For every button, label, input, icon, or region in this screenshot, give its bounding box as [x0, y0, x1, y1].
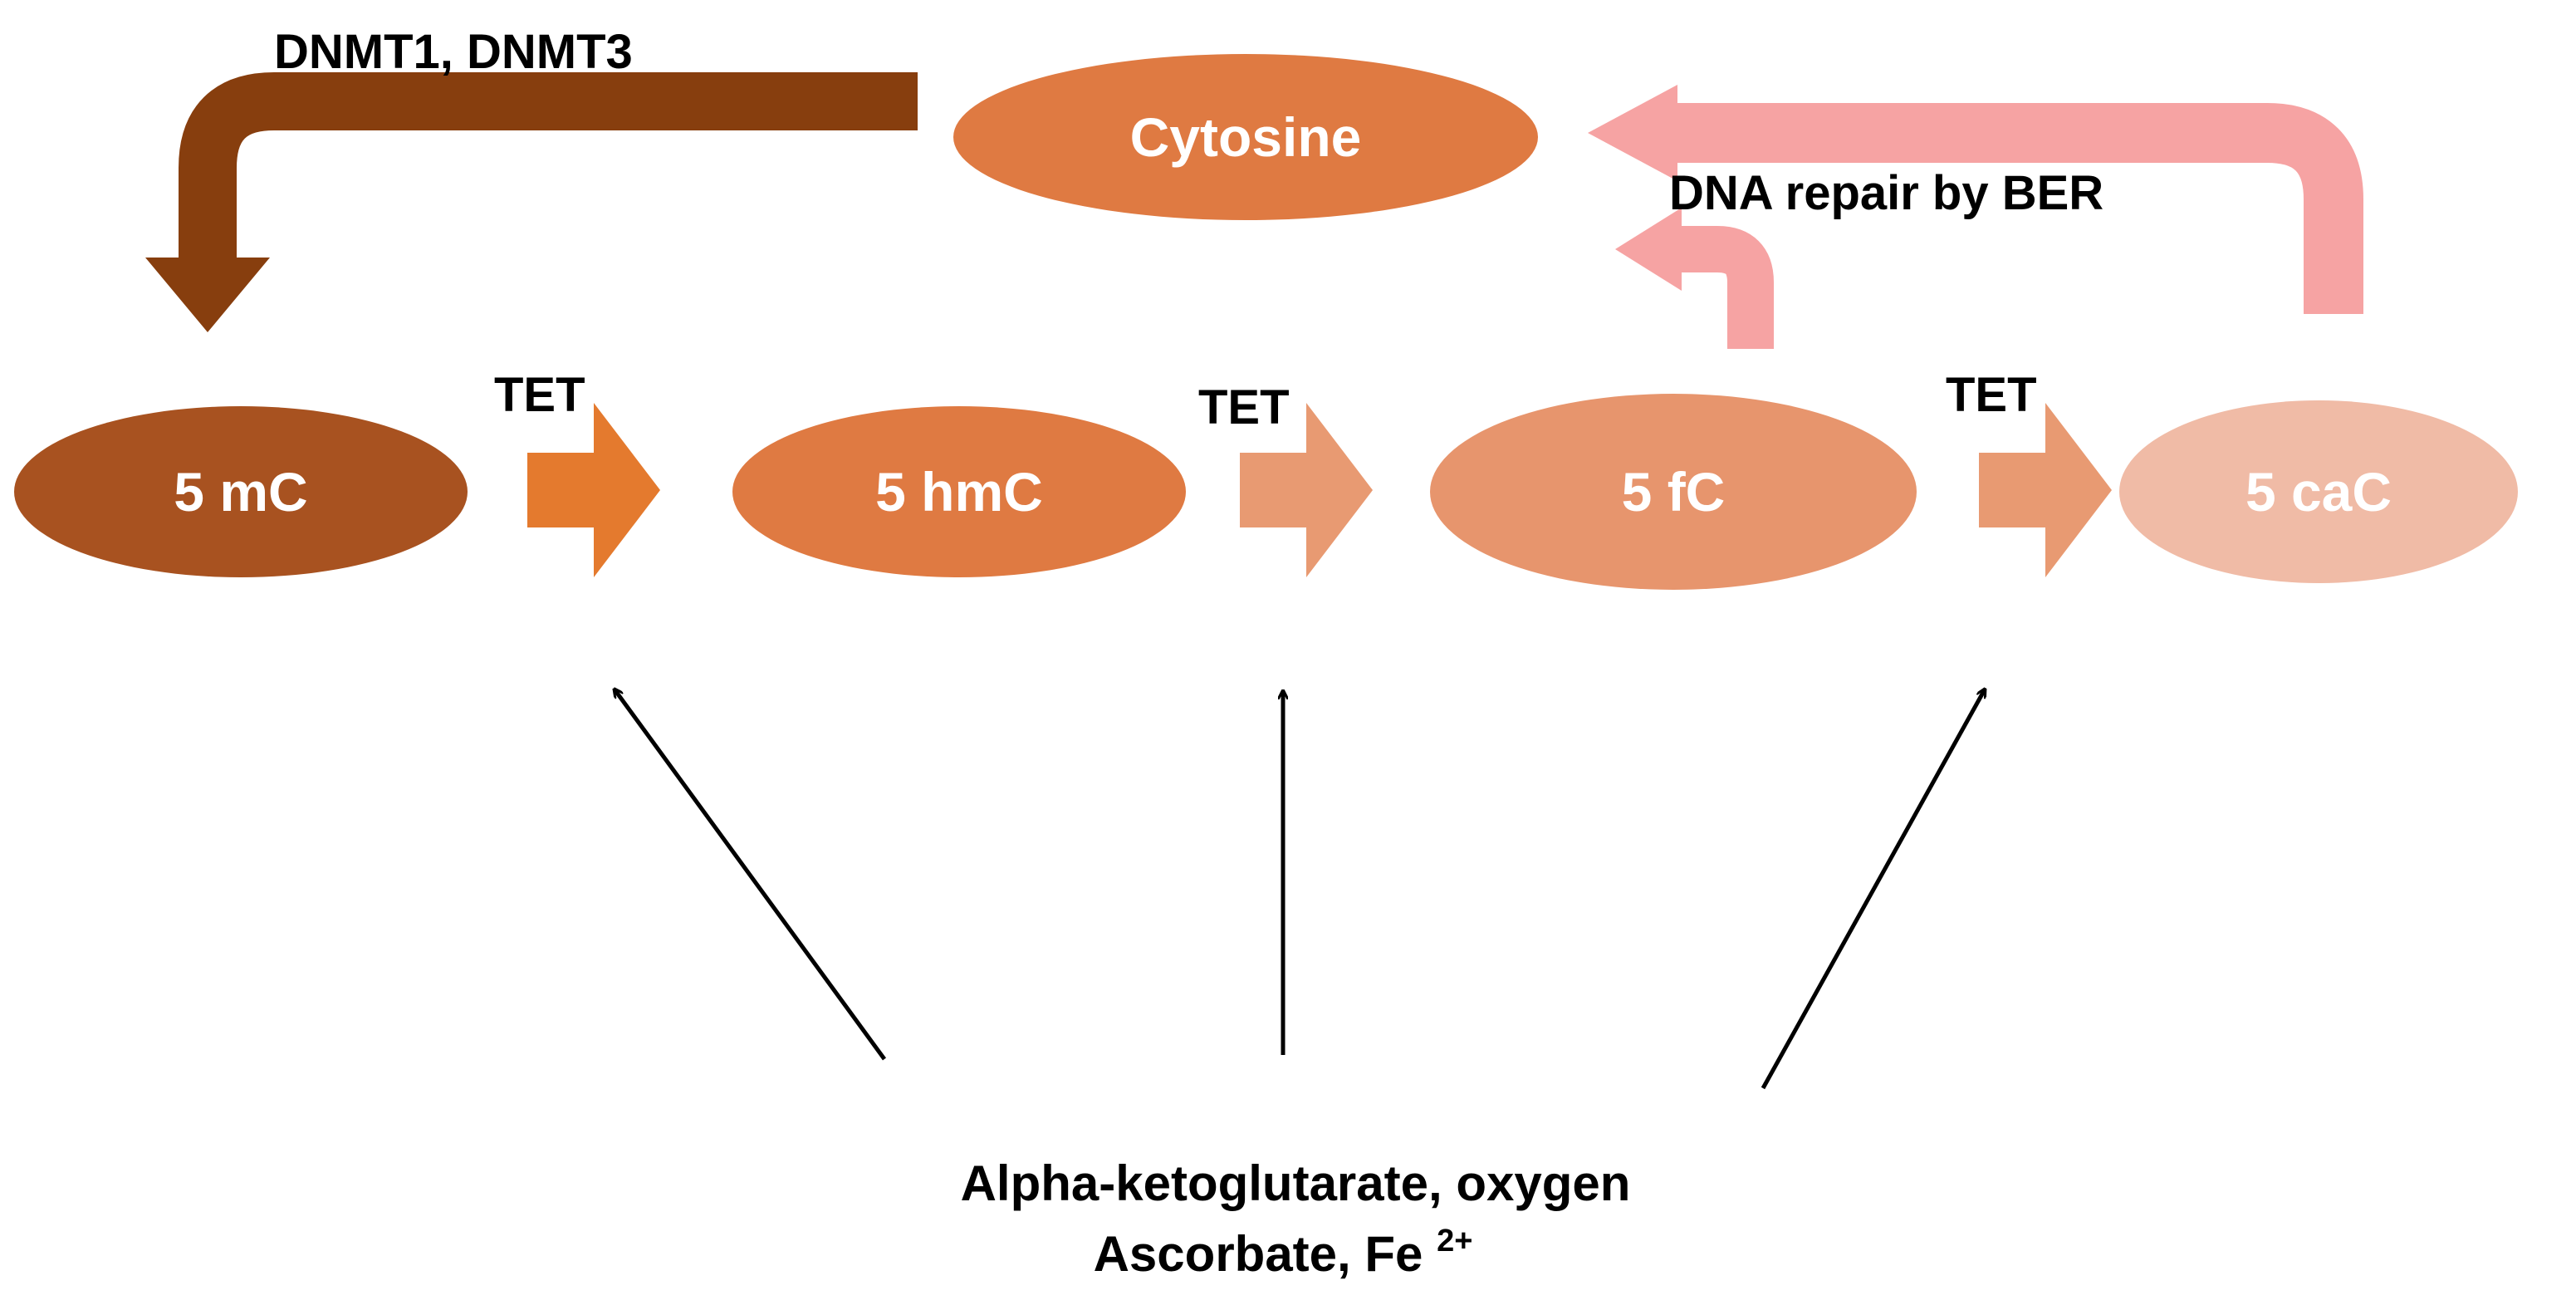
cofactor-arrow-3: [1761, 689, 1985, 1090]
node-5cac: 5 caC: [2119, 400, 2518, 583]
methylation-arrow-body: [179, 72, 918, 259]
node-5mc: 5 mC: [14, 406, 468, 577]
node-5hmc-label: 5 hmC: [875, 461, 1043, 522]
repair-label: DNA repair by BER: [1669, 166, 2103, 220]
cofactor-label-line2-superscript: 2+: [1437, 1224, 1472, 1258]
tet-arrow-2-label: TET: [1198, 380, 1290, 434]
node-cytosine: Cytosine: [953, 54, 1538, 220]
cofactor-label-line2-text: Ascorbate, Fe: [1094, 1226, 1437, 1282]
node-5fc-shape: [1430, 394, 1917, 590]
tet-arrow-2-shape: [1240, 403, 1373, 577]
methylation-arrowhead: [145, 258, 270, 332]
tet-arrow-3-shape: [1979, 403, 2112, 577]
methylation-label: DNMT1, DNMT3: [274, 25, 633, 79]
cofactor-arrows: [615, 689, 1985, 1090]
repair-arrow-large: [1588, 85, 2363, 314]
repair-arrowhead-large: [1588, 85, 1677, 181]
repair-arrow-small-body: [1669, 226, 1774, 349]
tet-arrow-1: TET: [494, 368, 660, 577]
tet-arrow-2: TET: [1198, 380, 1373, 577]
tet-arrow-3-label: TET: [1946, 368, 2037, 422]
methylation-arrow: [145, 72, 918, 332]
node-5fc-label: 5 fC: [1622, 461, 1726, 522]
tet-arrow-3: TET: [1946, 368, 2112, 577]
repair-arrow-small: [1615, 208, 1774, 349]
cofactor-arrow-1: [615, 689, 887, 1061]
node-cytosine-label: Cytosine: [1130, 106, 1362, 168]
node-5cac-label: 5 caC: [2245, 461, 2392, 522]
node-5mc-label: 5 mC: [174, 461, 307, 522]
repair-arrow-large-body: [1661, 103, 2363, 314]
cofactor-label-line1: Alpha-ketoglutarate, oxygen: [961, 1155, 1631, 1211]
node-5hmc: 5 hmC: [732, 406, 1186, 577]
repair-arrowhead-small: [1615, 208, 1682, 291]
node-5cac-shape: [2119, 400, 2518, 583]
node-5fc: 5 fC: [1430, 394, 1917, 590]
cofactor-label-line2: Ascorbate, Fe 2+: [1094, 1224, 1473, 1282]
tet-arrow-1-shape: [527, 403, 660, 577]
node-5mc-shape: [14, 406, 468, 577]
node-cytosine-shape: [953, 54, 1538, 220]
tet-arrow-1-label: TET: [494, 368, 585, 422]
node-5hmc-shape: [732, 406, 1186, 577]
